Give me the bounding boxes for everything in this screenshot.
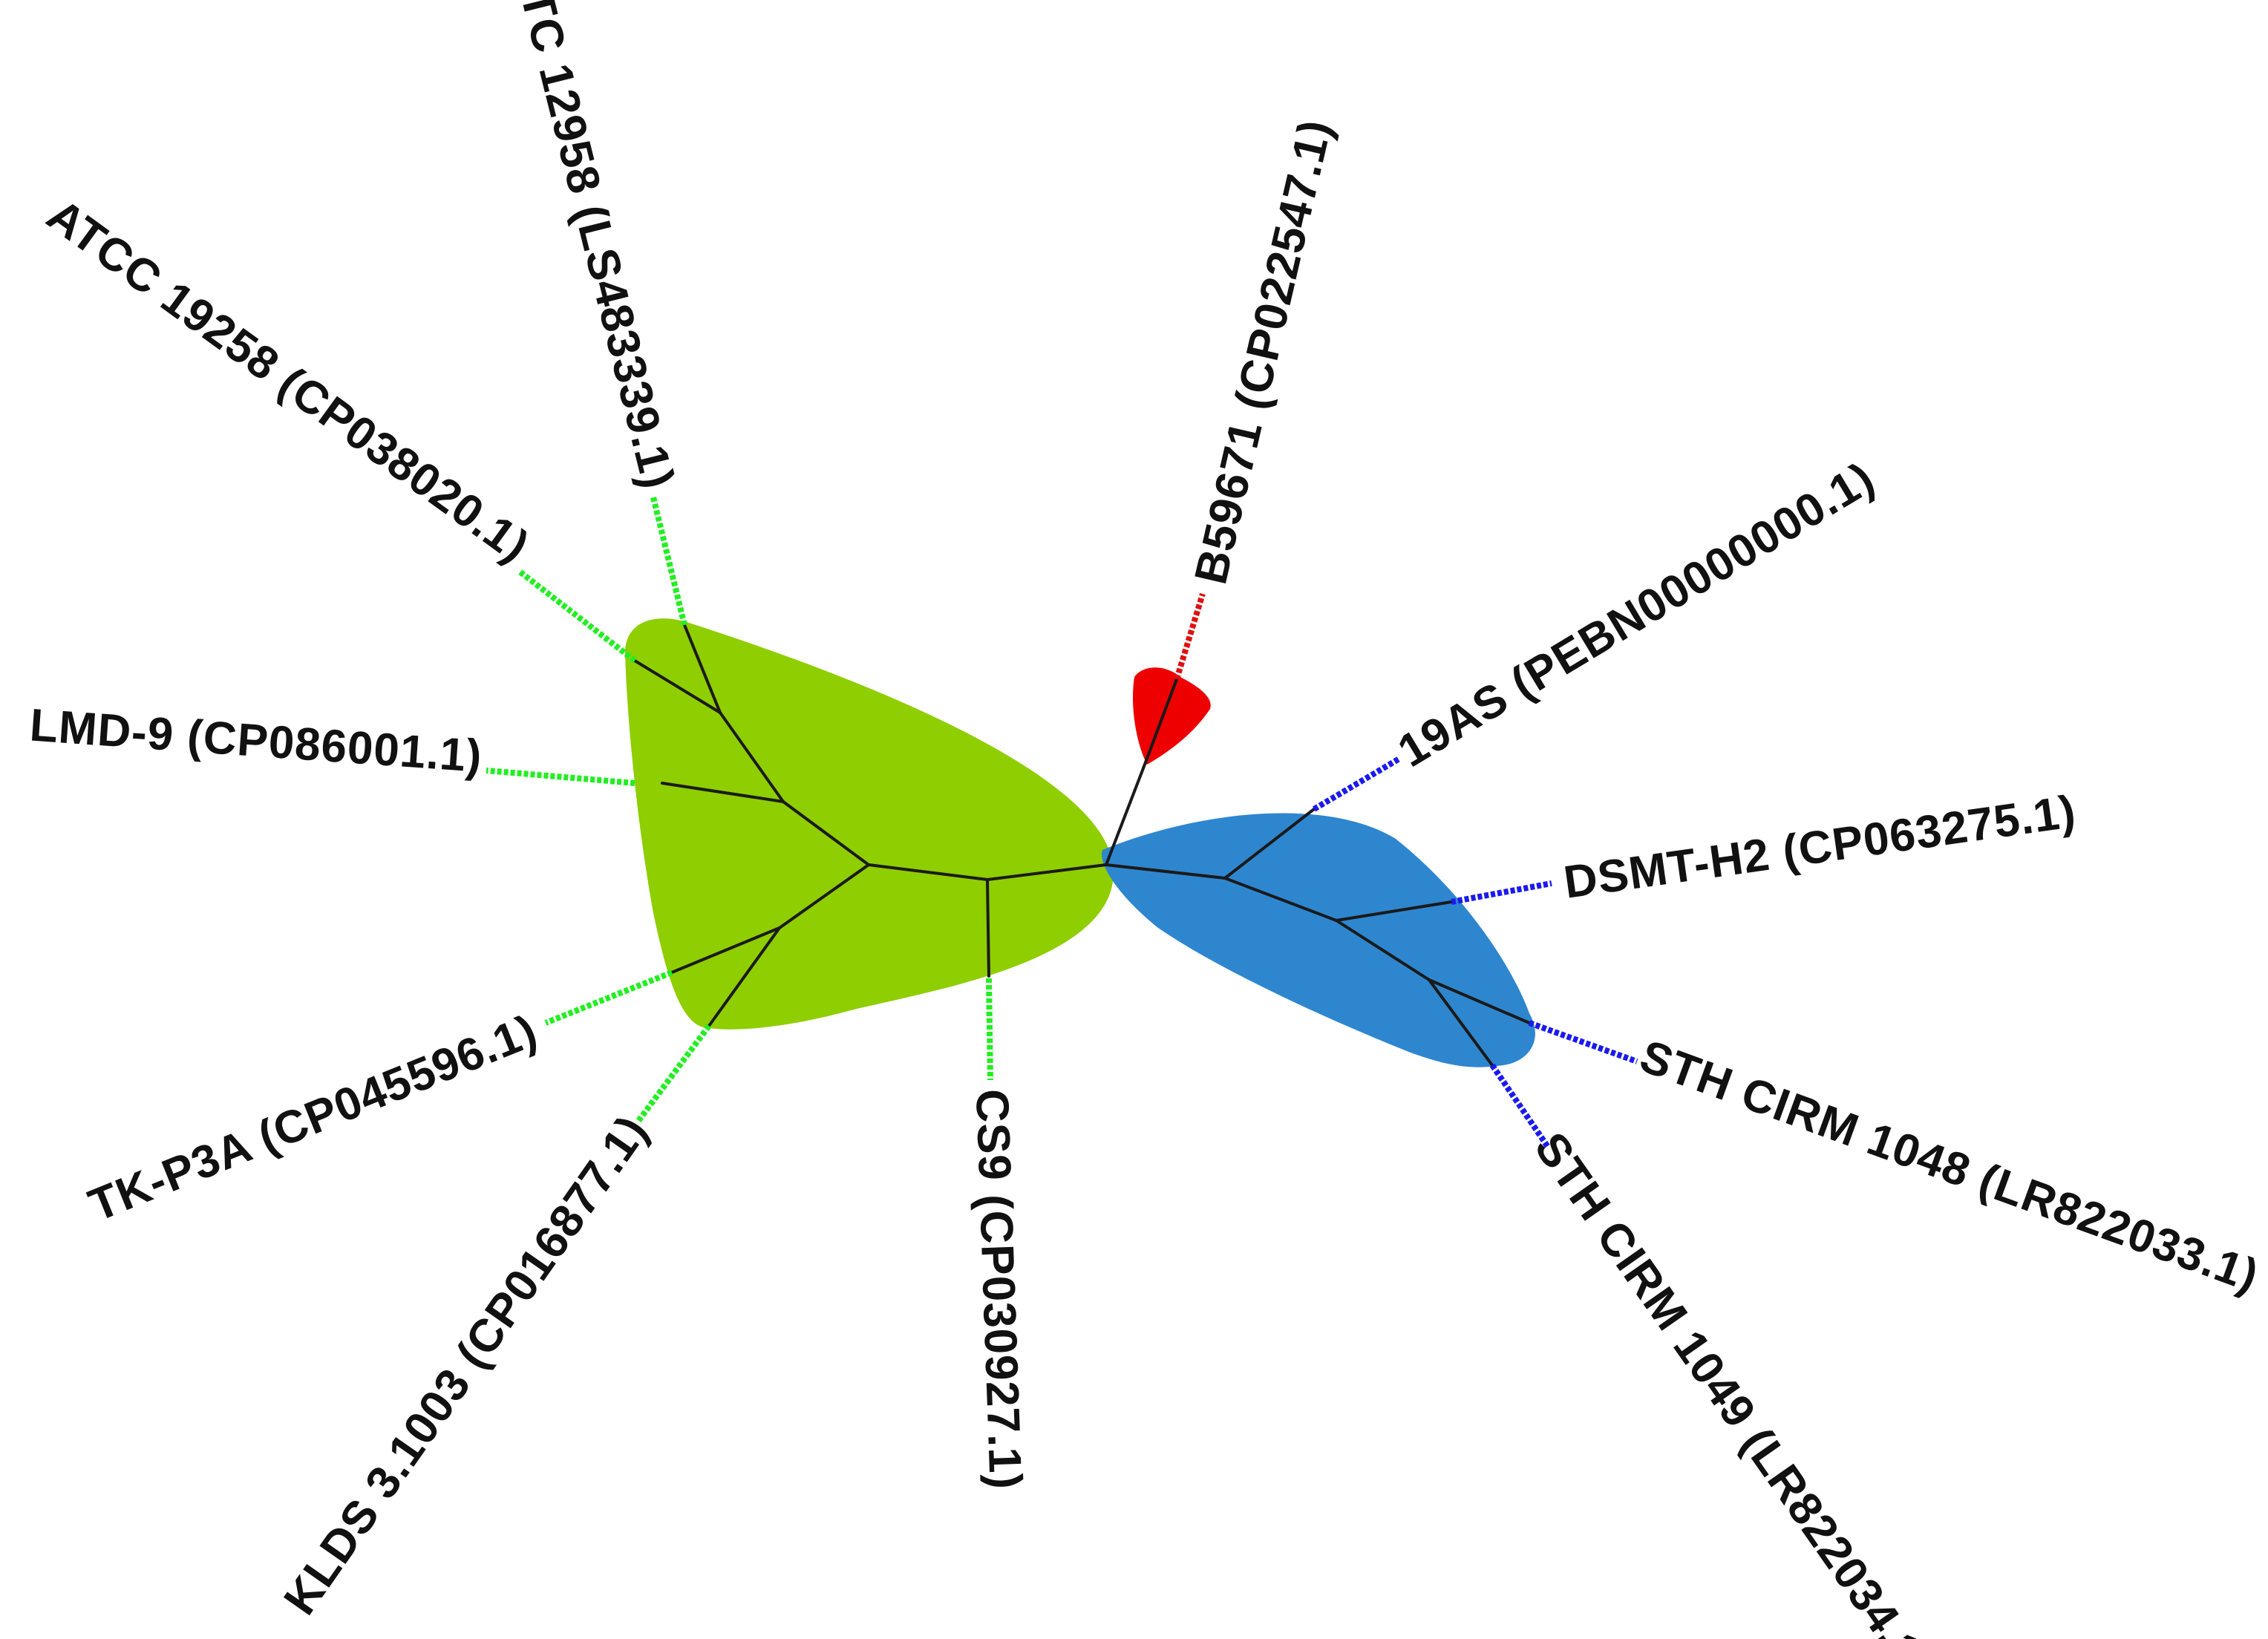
leaf-line-dsmt bbox=[1451, 880, 1552, 905]
branch bbox=[707, 926, 781, 1027]
leaf-line-nctc bbox=[650, 497, 687, 626]
branch bbox=[1335, 900, 1453, 922]
leaf-label-nctc: NCTC 12958 (LS483339.1) bbox=[494, 0, 684, 494]
leaf-line-19as bbox=[1312, 756, 1402, 812]
leaf-label-dsmt: DSMT-H2 (CP063275.1) bbox=[1561, 786, 2079, 909]
leaf-line-b59671 bbox=[1174, 592, 1206, 681]
leaf-line-klds bbox=[635, 1024, 712, 1123]
branch bbox=[1223, 877, 1338, 922]
leaf-line-cs9 bbox=[986, 978, 993, 1081]
clade-shapes bbox=[625, 618, 1535, 1067]
clade-red-region bbox=[1132, 667, 1211, 765]
leaf-label-atcc: ATCC 19258 (CP038020.1) bbox=[38, 189, 538, 572]
leaf-label-cs9: CS9 (CP030927.1) bbox=[966, 1088, 1031, 1491]
leaf-line-cirm1049 bbox=[1489, 1063, 1551, 1149]
leaf-line-tkp3a bbox=[544, 969, 673, 1026]
leaf-line-cirm1048 bbox=[1528, 1020, 1638, 1064]
leaf-label-lmd9: LMD-9 (CP086001.1) bbox=[28, 700, 484, 782]
branch bbox=[1105, 767, 1145, 866]
clade-green-region bbox=[625, 618, 1114, 1030]
branch bbox=[1428, 978, 1494, 1067]
branch bbox=[1142, 678, 1178, 770]
branch bbox=[782, 800, 870, 866]
branch bbox=[1335, 919, 1431, 981]
branch bbox=[1105, 863, 1226, 880]
leaf-line-lmd9 bbox=[486, 768, 635, 786]
leaf-label-tkp3a: TK-P3A (CP045596.1) bbox=[82, 1005, 544, 1231]
leaf-label-cirm1048: STH CIRM 1048 (LR822033.1) bbox=[1633, 1030, 2265, 1302]
leaf-connectors bbox=[486, 497, 1638, 1149]
tree-branches bbox=[633, 624, 1531, 1067]
branch bbox=[1428, 978, 1531, 1024]
branch bbox=[719, 711, 785, 803]
branch bbox=[633, 659, 722, 714]
clade-blue-region bbox=[1102, 813, 1535, 1067]
branch bbox=[661, 782, 785, 803]
leaf-label-b59671: B59671 (CP022547.1) bbox=[1185, 115, 1341, 589]
leaf-label-cirm1049: STH CIRM 1049 (LR822034.1) bbox=[1525, 1123, 1942, 1639]
branch bbox=[867, 863, 989, 881]
branch bbox=[986, 878, 990, 978]
branch bbox=[778, 863, 870, 929]
branch bbox=[683, 624, 722, 714]
branch bbox=[1223, 808, 1316, 880]
branch bbox=[670, 926, 781, 974]
leaf-label-klds: KLDS 3.1003 (CP016877.1) bbox=[274, 1106, 658, 1623]
leaf-labels: NCTC 12958 (LS483339.1) ATCC 19258 (CP03… bbox=[28, 0, 2265, 1639]
branch bbox=[986, 863, 1108, 881]
leaf-line-atcc bbox=[517, 569, 637, 664]
leaf-label-19as: 19AS (PEBN00000000.1) bbox=[1390, 453, 1883, 777]
